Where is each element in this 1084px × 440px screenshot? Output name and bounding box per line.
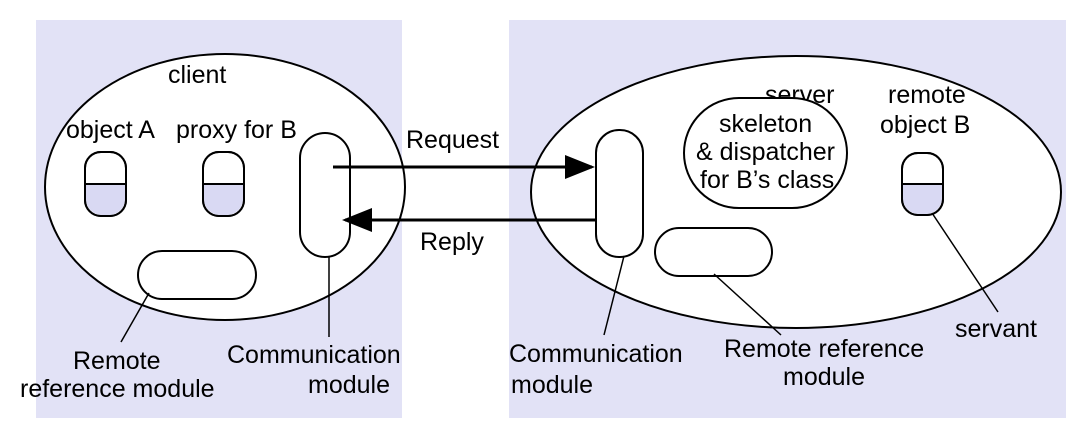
- skeleton-label-1: skeleton: [719, 110, 812, 138]
- server-remote-ref-leader: [713, 273, 782, 336]
- skeleton-dispatcher-shape: [683, 97, 848, 209]
- skeleton-label-2: & dispatcher: [696, 138, 835, 166]
- server-remote-reference-module: [654, 227, 773, 277]
- server-comm-leader: [603, 255, 625, 336]
- server-comm-label-1: Communication: [509, 340, 683, 368]
- server-comm-label-2: module: [511, 371, 593, 399]
- remote-object-label-1: remote: [888, 81, 966, 109]
- request-label: Request: [406, 126, 499, 154]
- reply-label: Reply: [420, 228, 484, 256]
- skeleton-label-3: for B’s class: [700, 166, 834, 194]
- servant-label: servant: [955, 315, 1037, 343]
- object-a-label: object A: [66, 116, 155, 144]
- proxy-b-shape: [202, 151, 245, 217]
- server-remote-ref-label-2: module: [783, 363, 865, 391]
- client-remote-ref-leader: [120, 292, 150, 343]
- server-communication-module: [595, 129, 644, 258]
- object-a-shape: [84, 151, 127, 217]
- remote-object-label-2: object B: [880, 111, 970, 139]
- client-title: client: [168, 61, 226, 89]
- remote-object-b-shape: [901, 152, 944, 216]
- client-comm-label-1: Communication: [227, 341, 401, 369]
- client-comm-label-2: module: [308, 371, 390, 399]
- server-remote-ref-label-1: Remote reference: [724, 335, 924, 363]
- client-remote-ref-label-2: reference module: [20, 375, 215, 403]
- proxy-b-label: proxy for B: [176, 116, 297, 144]
- servant-leader: [931, 212, 999, 313]
- client-remote-ref-label-1: Remote: [73, 347, 161, 375]
- client-communication-module: [299, 132, 351, 258]
- client-remote-reference-module: [137, 250, 257, 300]
